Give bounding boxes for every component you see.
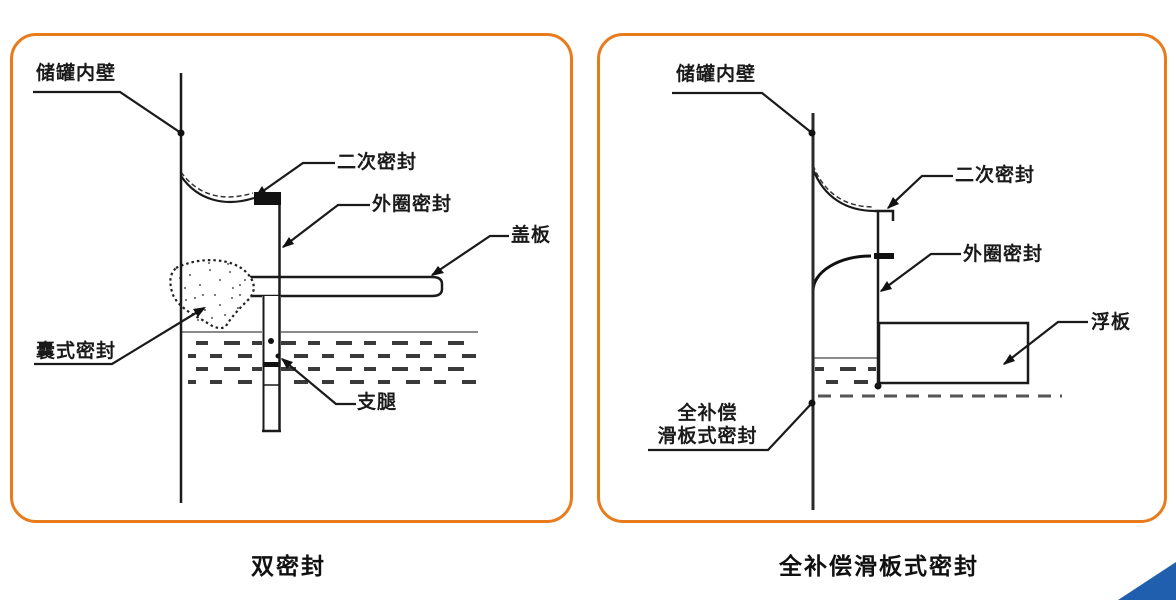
label-full-comp-seal-line1: 全补偿 <box>677 403 738 424</box>
label-tank-wall-right: 储罐内壁 <box>676 64 757 85</box>
label-secondary-seal-left: 二次密封 <box>337 152 418 173</box>
label-tank-wall-left: 储罐内壁 <box>36 63 117 84</box>
label-full-comp-seal: 全补偿 滑板式密封 <box>645 402 770 448</box>
label-secondary-seal-right: 二次密封 <box>955 165 1036 186</box>
caption-double-seal: 双密封 <box>251 554 326 579</box>
label-float-plate: 浮板 <box>1091 312 1132 333</box>
label-bladder-seal: 囊式密封 <box>36 341 117 362</box>
panel-double-seal <box>10 33 573 523</box>
panel-full-compensated-seal <box>597 33 1167 523</box>
label-cover-plate: 盖板 <box>511 225 552 246</box>
label-support-leg: 支腿 <box>357 392 398 413</box>
label-outer-ring-seal-right: 外圈密封 <box>963 244 1044 265</box>
label-outer-ring-seal-left: 外圈密封 <box>372 194 453 215</box>
label-full-comp-seal-line2: 滑板式密封 <box>657 426 758 447</box>
caption-full-compensated-seal: 全补偿滑板式密封 <box>779 554 979 579</box>
